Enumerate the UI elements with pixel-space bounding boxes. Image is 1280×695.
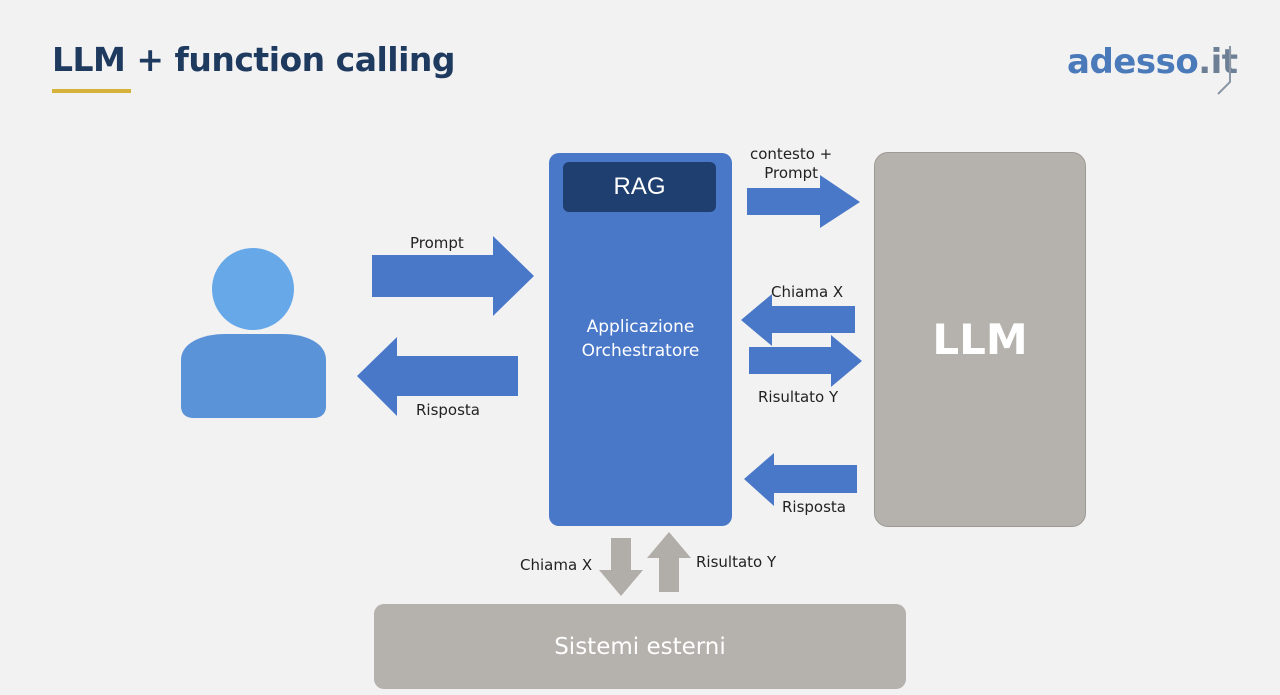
ext-result-y-arrow bbox=[647, 532, 691, 592]
llm-label: LLM bbox=[932, 315, 1028, 364]
logo-tld-text: .it bbox=[1198, 42, 1238, 82]
ext-result-y-label: Risultato Y bbox=[696, 553, 777, 571]
llm-response-arrow bbox=[744, 453, 857, 506]
ext-call-x-arrow bbox=[599, 538, 643, 596]
title-underline bbox=[52, 89, 131, 93]
user-icon bbox=[181, 248, 326, 418]
logo-main-text: adesso bbox=[1067, 42, 1199, 82]
llm-response-label: Risposta bbox=[782, 498, 846, 516]
context-prompt-arrow bbox=[747, 175, 860, 228]
slide-title: LLM + function calling bbox=[52, 40, 456, 79]
rag-block: RAG bbox=[563, 162, 716, 212]
llm-block: LLM bbox=[874, 152, 1086, 527]
orchestrator-block: RAG Applicazione Orchestratore bbox=[549, 153, 732, 526]
company-logo: adesso.it bbox=[1067, 42, 1238, 82]
prompt-arrow bbox=[372, 236, 534, 316]
ext-call-x-label: Chiama X bbox=[520, 556, 593, 574]
result-y-label: Risultato Y bbox=[758, 388, 839, 406]
external-systems-block: Sistemi esterni bbox=[374, 604, 906, 689]
orchestrator-label: Applicazione Orchestratore bbox=[581, 317, 700, 361]
call-x-label: Chiama X bbox=[771, 283, 844, 301]
result-y-arrow bbox=[749, 335, 862, 387]
logo-mark-icon bbox=[1217, 46, 1231, 95]
response-arrow bbox=[357, 337, 518, 416]
user-response-label: Risposta bbox=[416, 401, 480, 419]
user-prompt-label: Prompt bbox=[410, 234, 464, 252]
context-prompt-label: contesto + Prompt bbox=[750, 145, 833, 182]
call-x-arrow bbox=[741, 294, 855, 346]
